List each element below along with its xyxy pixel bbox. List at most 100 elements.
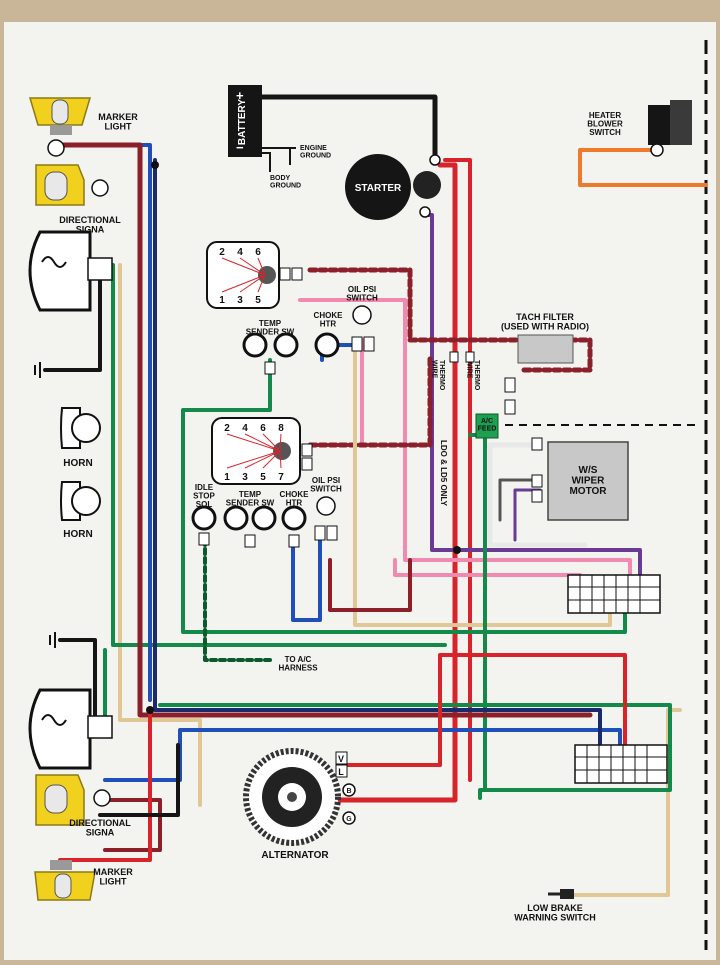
cap-body <box>206 241 280 309</box>
wire-red-main <box>337 162 458 803</box>
alternator-label: ALTERNATOR <box>261 850 329 861</box>
wire-thermo-dotted <box>307 352 433 448</box>
headlight-top <box>28 230 113 312</box>
alt-g-terminal <box>342 811 356 825</box>
cap8-connector <box>301 443 313 457</box>
directional-signal-top <box>35 139 109 206</box>
starter-s-terminal <box>419 206 431 218</box>
tach-connector <box>504 377 516 393</box>
directional-bulb-icon <box>44 171 68 201</box>
alt-l-label: L <box>338 767 344 777</box>
horn-1-label: HORN <box>63 458 92 469</box>
wiper-connector <box>531 437 543 451</box>
bulkhead-grid <box>575 745 667 783</box>
bulkhead-grid <box>568 575 660 613</box>
idle-stop-connector <box>198 532 210 546</box>
sensor-connector <box>264 361 276 375</box>
battery-body <box>228 85 262 157</box>
wiper-connectors <box>531 437 543 503</box>
wire-pink-2 <box>393 558 582 577</box>
cap6-pin-labels: 2 4 6 1 3 5 <box>219 247 261 306</box>
junction-dot <box>146 706 154 714</box>
cap8-pin: 8 <box>278 423 284 434</box>
marker-light-bulb-icon <box>54 873 72 899</box>
directional-connector <box>47 139 65 157</box>
cap6-connector <box>291 267 303 281</box>
heater-switch-body <box>648 105 673 145</box>
headlight-housing <box>28 688 92 770</box>
wire-darkred-left <box>57 142 593 718</box>
cap8-pin: 6 <box>260 423 266 434</box>
marker-light-socket <box>50 860 72 870</box>
directional-connector-2 <box>91 179 109 197</box>
thermo-wire-1-label: THERMOWIRE <box>431 360 445 391</box>
wire-red-alt <box>338 653 627 767</box>
low-brake-switch-icon <box>560 889 574 899</box>
temp-sender-icon <box>242 332 268 358</box>
choke-htr-icon <box>314 332 340 358</box>
thermo-wire-2-label: THERMOWIRE <box>466 360 480 391</box>
wire-gray-wiper <box>498 478 542 522</box>
starter-solenoid <box>413 171 441 199</box>
headlight-housing <box>28 230 92 312</box>
temp-sender-icon <box>273 332 299 358</box>
directional-signal-bottom <box>35 774 111 826</box>
wire-red-bottom-left <box>58 713 152 862</box>
cap8-pin: 4 <box>242 423 248 434</box>
wires <box>43 94 708 897</box>
bulkhead-connector-lower <box>574 744 668 784</box>
ground-symbols <box>34 362 56 648</box>
wire-tan-brake <box>573 708 682 897</box>
cap8-connector <box>301 457 313 471</box>
tach-connector <box>504 399 516 415</box>
horn-2-label: HORN <box>63 529 92 540</box>
wiper-motor-box <box>547 441 629 521</box>
cap8-pin: 1 <box>224 472 230 483</box>
alt-b-label: B <box>346 788 351 795</box>
alt-v-terminal <box>335 751 348 765</box>
cap8-pin: 5 <box>260 472 266 483</box>
cap8-pin: 2 <box>224 423 230 434</box>
oil-psi-connector <box>314 525 326 541</box>
marker-light-socket <box>50 125 72 135</box>
alternator-component <box>243 748 356 846</box>
cap8-pin: 3 <box>242 472 248 483</box>
wire-ground-headlight <box>43 268 102 372</box>
headlight-connector <box>87 257 113 281</box>
alt-b-terminal <box>342 783 356 797</box>
wire-darkred-oil <box>328 558 412 612</box>
alternator-shaft <box>287 792 297 802</box>
oil-psi-switch-icon <box>352 305 372 325</box>
heater-switch-terminal <box>650 143 664 157</box>
headlight-connector <box>87 715 113 739</box>
tach-filter-box <box>517 334 574 364</box>
cap-body <box>211 417 301 485</box>
wiper-connector <box>531 474 543 488</box>
wire-orange-heater <box>578 148 708 187</box>
choke-connector <box>288 534 300 548</box>
starter-label: STARTER <box>355 183 402 194</box>
wiper-connector <box>531 489 543 503</box>
thermo-connector <box>449 351 459 363</box>
cap-rotor-icon <box>258 266 276 284</box>
marker-light-bottom <box>34 860 96 901</box>
cap6-pin: 4 <box>237 247 243 258</box>
ldo-only-label: LDO & LD5 ONLY <box>439 440 448 507</box>
wire-tach-dotted <box>307 267 593 373</box>
oil-psi-connector <box>351 336 363 352</box>
starter-body <box>345 154 411 220</box>
cap6-pin: 6 <box>255 247 261 258</box>
wire-battery-starter <box>257 94 438 163</box>
distributor-cap-6 <box>206 241 280 309</box>
battery-component: BATTERY + − <box>228 85 296 172</box>
